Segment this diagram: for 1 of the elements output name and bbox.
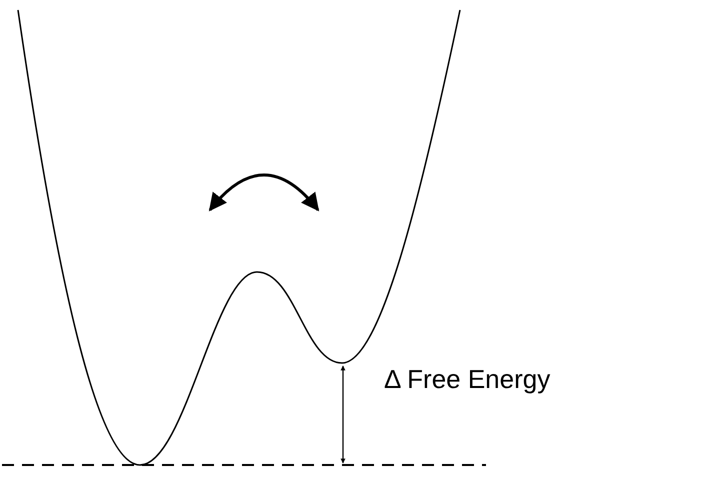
energy-difference-label: Δ Free Energy xyxy=(384,364,550,395)
